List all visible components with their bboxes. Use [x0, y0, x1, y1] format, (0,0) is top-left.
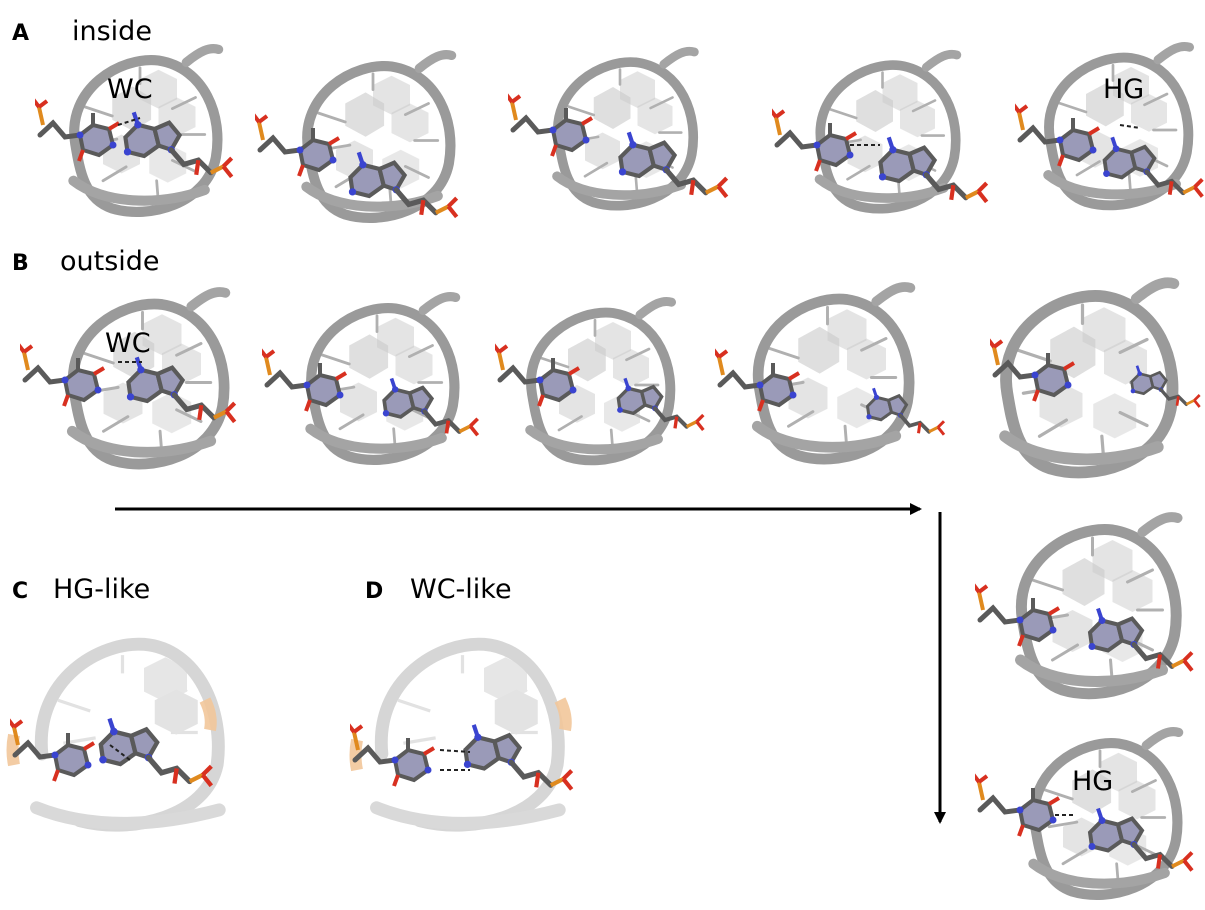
panel-d-letter: D: [365, 579, 383, 604]
label-wc-a1: WC: [107, 74, 153, 105]
panel-b-letter: B: [12, 251, 29, 276]
label-wc-b1: WC: [105, 328, 151, 359]
panel-a-letter: A: [12, 21, 29, 46]
snapshot-b2: [260, 297, 478, 460]
panel-b-title: outside: [60, 246, 160, 277]
snapshot-b3: [493, 301, 703, 460]
snapshot-a5: HG: [1013, 46, 1202, 205]
snapshot-a3: [506, 51, 727, 205]
panel-c-title: HG-like: [53, 574, 150, 605]
snapshot-b5: [988, 283, 1200, 473]
snapshot-a4: [770, 54, 987, 208]
panel-c-letter: C: [12, 579, 28, 604]
snapshot-wc-like: [349, 644, 572, 825]
snapshot-a1: WC: [33, 49, 232, 212]
label-hg-a5: HG: [1103, 74, 1144, 105]
snapshot-hg-like: [6, 644, 219, 825]
snapshot-b4: [713, 287, 944, 459]
snapshot-a2: [253, 55, 457, 218]
label-hg-c3: HG: [1072, 766, 1113, 797]
snapshot-c2: [973, 517, 1192, 694]
panel-a-title: inside: [72, 16, 152, 47]
snapshot-c3: HG: [973, 732, 1192, 895]
snapshot-b1: WC: [18, 292, 235, 464]
panel-d-title: WC-like: [410, 574, 512, 605]
